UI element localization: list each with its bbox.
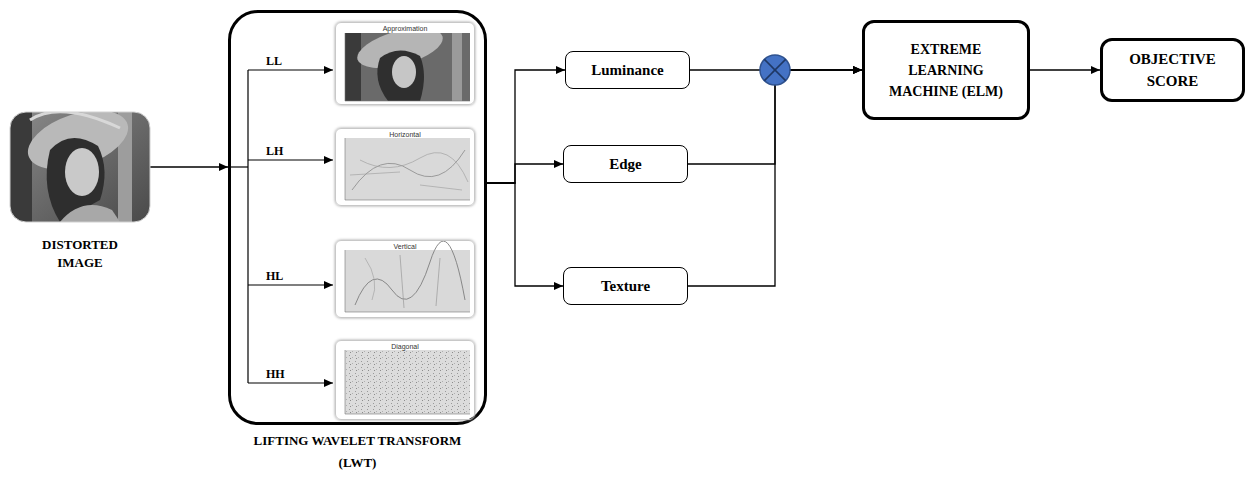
- flow-arrow: [688, 70, 862, 286]
- subband-title: Vertical: [336, 242, 474, 251]
- flow-arrow: [150, 166, 228, 167]
- node-caption: LIFTING WAVELET TRANSFORM (LWT): [237, 430, 478, 474]
- subband-image: Horizontal: [335, 128, 475, 206]
- subband-label: LH: [266, 144, 283, 158]
- subband-title: Approximation: [336, 24, 474, 33]
- subband-picture: [345, 33, 470, 101]
- feature-box: Texture: [563, 267, 688, 305]
- node-caption: DISTORTED IMAGE: [30, 236, 130, 272]
- flow-arrow: [1030, 69, 1100, 70]
- flow-arrow: [487, 164, 563, 183]
- subband-label: LL: [266, 54, 282, 68]
- subband-title: Diagonal: [336, 342, 474, 351]
- model-box: EXTREME LEARNING MACHINE (ELM): [862, 20, 1030, 120]
- subband-image: Vertical: [335, 240, 475, 318]
- flow-arrow: [487, 70, 565, 183]
- feature-box: Edge: [563, 145, 688, 183]
- feature-box: Luminance: [565, 51, 690, 89]
- subband-label: HL: [266, 269, 283, 283]
- box-label: OBJECTIVE SCORE: [1113, 48, 1233, 92]
- flow-arrow: [487, 183, 563, 286]
- subband-image: Approximation: [335, 22, 475, 105]
- subband-image: Diagonal: [335, 340, 475, 420]
- multiplier-symbol: [760, 55, 790, 85]
- box-label: EXTREME LEARNING MACHINE (ELM): [886, 39, 1006, 102]
- photo-illustration: [10, 112, 150, 222]
- box-label: Luminance: [591, 61, 664, 79]
- subband-label: HH: [266, 367, 285, 381]
- box-label: Texture: [601, 277, 650, 295]
- box-label: Edge: [609, 155, 642, 173]
- subband-title: Horizontal: [336, 130, 474, 139]
- transform-group: ApproximationHorizontalVerticalDiagonal L…: [228, 10, 487, 425]
- output-box: OBJECTIVE SCORE: [1100, 38, 1245, 102]
- image-frame: DISTORTED IMAGE: [10, 112, 150, 222]
